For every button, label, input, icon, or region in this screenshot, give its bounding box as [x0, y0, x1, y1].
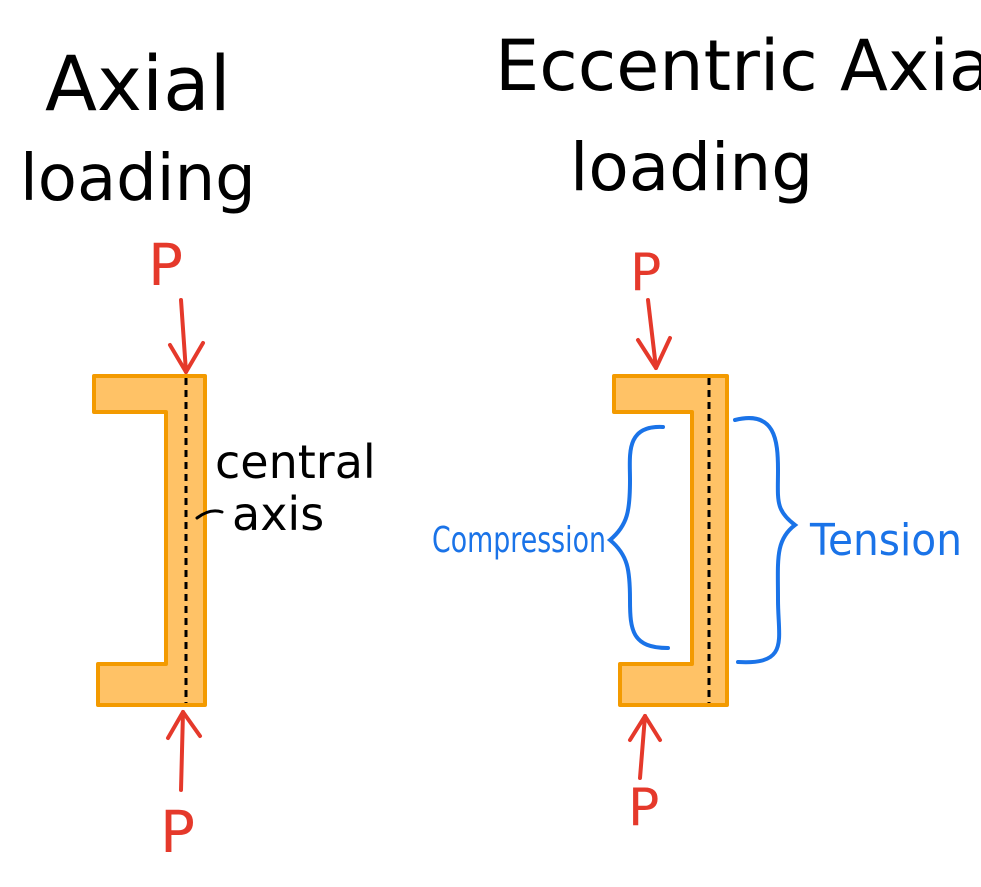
left-axis-leader [195, 509, 224, 520]
compression-brace [606, 424, 670, 650]
left-top-arrow [168, 298, 205, 374]
right-top-arrow [636, 298, 672, 370]
right-load-top-label: P [630, 243, 661, 303]
right-load-bottom-label: P [628, 778, 659, 838]
right-bottom-arrow [628, 714, 662, 780]
left-c-channel-member [92, 374, 207, 707]
left-title-line2: loading [20, 142, 256, 216]
tension-label: Tension [809, 515, 962, 566]
left-bottom-arrow [166, 710, 202, 792]
right-title-line2: loading [570, 129, 813, 206]
left-title-line1: Axial [45, 39, 231, 128]
compression-label: Compression [432, 520, 606, 561]
left-axis-label-line1: central [215, 435, 376, 489]
right-title-line1: Eccentric Axial [495, 25, 981, 107]
left-load-top-label: P [148, 231, 183, 299]
left-axis-label-line2: axis [232, 487, 324, 541]
tension-brace [733, 416, 799, 665]
right-c-channel-member [612, 374, 729, 707]
left-load-bottom-label: P [160, 798, 195, 866]
